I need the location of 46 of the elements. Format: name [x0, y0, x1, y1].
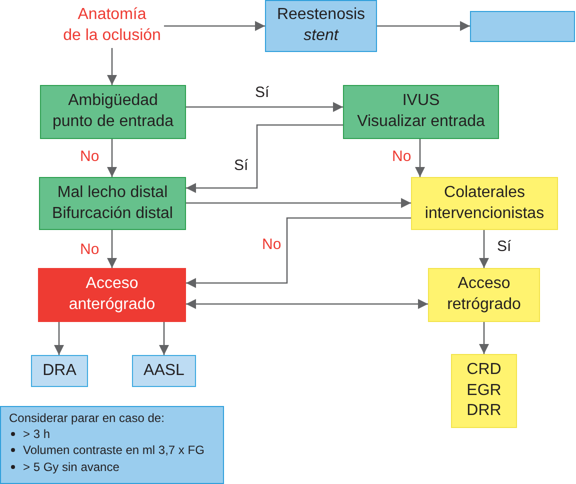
arrow [186, 102, 343, 112]
process-box [265, 0, 377, 52]
arrow [415, 139, 425, 177]
process-box [343, 85, 499, 139]
arrow [479, 322, 489, 354]
process-box [38, 268, 186, 322]
process-box [428, 268, 540, 322]
list-item-text: > 3 h [23, 426, 50, 442]
node-text: Colaterales intervencionistas [424, 182, 546, 224]
process-box [411, 177, 558, 230]
node-text: Acceso retrógrado [446, 274, 522, 315]
arrow [186, 217, 411, 288]
node-text: Acceso anterógrado [68, 274, 156, 315]
list-item-text: Volumen contraste en ml 3,7 x FG [23, 442, 204, 459]
arrow [107, 48, 117, 85]
arrow [186, 124, 343, 193]
arrow [107, 230, 117, 268]
node-text: AASL [144, 360, 184, 381]
node-text: DRA [42, 360, 76, 381]
arrow [186, 299, 428, 309]
process-box [451, 354, 517, 428]
node-text: IVUS [402, 91, 440, 112]
node-text: Bifurcación distal [52, 204, 173, 224]
node-text: Reestenosis stent [276, 5, 366, 46]
process-box [31, 355, 88, 387]
list-item-text: > 5 Gy sin avance [23, 458, 120, 475]
note-heading: Considerar parar en caso de: [9, 410, 164, 426]
arrow [479, 230, 489, 268]
flow-label: Anatomía de la oclusión [62, 5, 162, 46]
process-box [40, 85, 186, 139]
node-text: Mal lecho distal [57, 182, 168, 203]
arrow [186, 198, 411, 208]
arrow [164, 21, 265, 31]
process-box [470, 11, 575, 42]
arrow [107, 139, 117, 177]
node-text: DRR [466, 401, 502, 422]
process-box [39, 177, 186, 230]
node-text: CRD [466, 360, 502, 380]
node-text: Visualizar entrada [357, 112, 485, 132]
arrow [159, 322, 169, 355]
note-box [0, 406, 224, 484]
node-text: Ambigüedad punto de entrada [52, 91, 174, 132]
node-text: EGR [466, 380, 502, 401]
arrow [377, 21, 470, 31]
process-box [132, 355, 196, 387]
arrow [54, 322, 64, 355]
